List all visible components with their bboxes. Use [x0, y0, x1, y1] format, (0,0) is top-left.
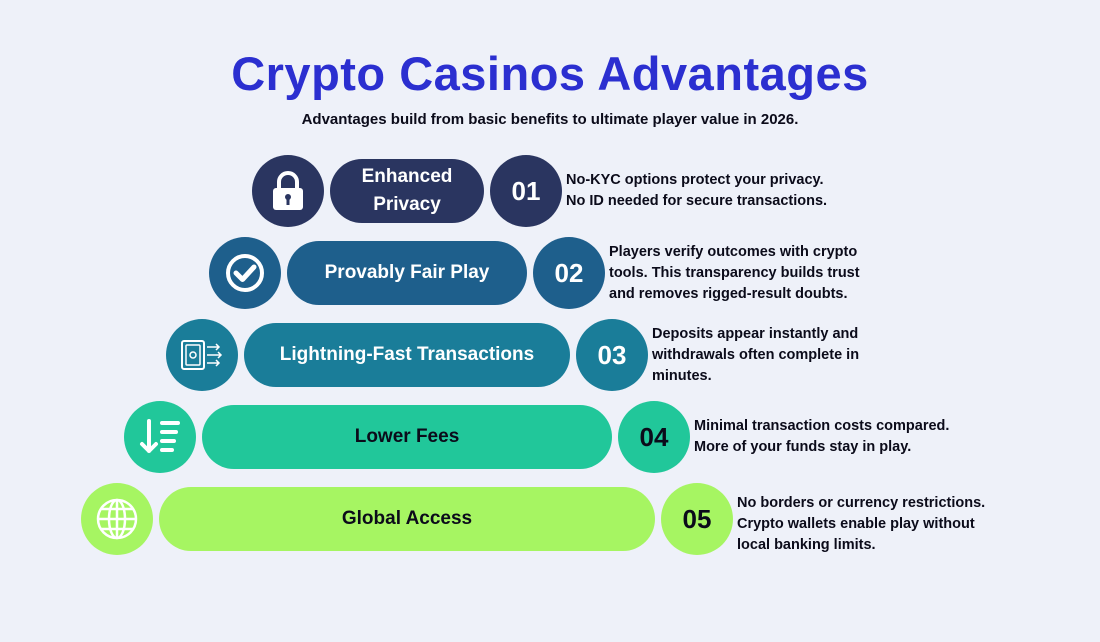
- advantage-label: Lightning-Fast Transactions: [279, 344, 535, 365]
- page-subtitle: Advantages build from basic benefits to …: [301, 111, 799, 128]
- number-circle: 05: [661, 483, 733, 555]
- icon-circle: [252, 155, 324, 227]
- advantage-number: 03: [597, 339, 627, 370]
- advantage-label: Enhanced Privacy: [361, 166, 453, 215]
- icon-circle: [81, 483, 153, 555]
- page-title: Crypto Casinos Advantages: [231, 47, 869, 100]
- advantage-row-05: Global Access 05 No borders or currency …: [81, 483, 985, 555]
- advantage-description: Players verify outcomes with crypto tool…: [609, 244, 860, 302]
- advantage-label: Global Access: [341, 508, 473, 529]
- advantage-number: 02: [554, 257, 584, 288]
- advantage-label-pill: Provably Fair Play: [287, 241, 527, 305]
- advantage-number: 05: [682, 503, 712, 534]
- advantage-number: 04: [639, 421, 669, 452]
- advantage-description: Minimal transaction costs compared. More…: [694, 418, 950, 455]
- number-circle: 02: [533, 237, 605, 309]
- advantage-number: 01: [511, 175, 541, 206]
- advantage-label-pill: Lightning-Fast Transactions: [244, 323, 570, 387]
- advantage-row-04: Lower Fees 04 Minimal transaction costs …: [124, 401, 949, 473]
- advantage-label-pill: Global Access: [159, 487, 655, 551]
- icon-circle: [166, 319, 238, 391]
- advantage-row-03: Lightning-Fast Transactions 03 Deposits …: [166, 319, 859, 391]
- number-circle: 03: [576, 319, 648, 391]
- icon-circle: [124, 401, 196, 473]
- advantage-row-01: Enhanced Privacy 01 No-KYC options prote…: [252, 155, 827, 227]
- checkmark-icon: [226, 254, 264, 292]
- lock-icon: [273, 171, 303, 210]
- icon-circle: [209, 237, 281, 309]
- globe-icon: [96, 498, 138, 540]
- number-circle: 04: [618, 401, 690, 473]
- sort-descending-icon: [140, 419, 180, 453]
- advantage-label-pill: Enhanced Privacy: [330, 159, 484, 223]
- number-circle: 01: [490, 155, 562, 227]
- advantage-label-pill: Lower Fees: [202, 405, 612, 469]
- advantage-label: Provably Fair Play: [324, 262, 490, 283]
- advantage-description: No borders or currency restrictions. Cry…: [737, 495, 986, 553]
- advantage-description: No-KYC options protect your privacy. No …: [566, 172, 828, 209]
- advantage-description: Deposits appear instantly and withdrawal…: [652, 326, 860, 384]
- wallet-transfer-icon: [181, 340, 223, 370]
- advantage-label: Lower Fees: [354, 426, 460, 447]
- advantage-row-02: Provably Fair Play 02 Players verify out…: [209, 237, 860, 309]
